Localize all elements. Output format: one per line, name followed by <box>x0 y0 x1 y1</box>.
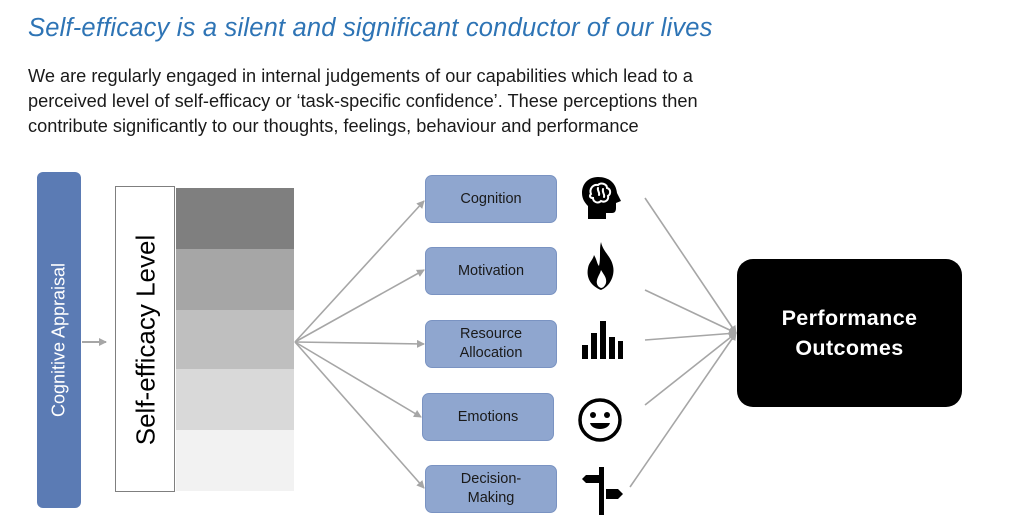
smiley-face-icon <box>578 398 622 442</box>
level-band-4 <box>176 369 294 430</box>
head-brain-icon <box>582 177 621 219</box>
decision-making-to-outcome-line <box>629 332 737 488</box>
node-emotions: Emotions <box>422 393 554 441</box>
emotions-to-outcome-line <box>644 332 737 406</box>
node-motivation: Motivation <box>425 247 557 295</box>
performance-outcomes-box: Performance Outcomes <box>737 259 962 407</box>
resource-allocation-to-outcome-line <box>644 329 737 341</box>
node-label: Resource Allocation <box>459 326 523 361</box>
level-band-2 <box>176 249 294 310</box>
level-band-1 <box>176 188 294 249</box>
bar-chart-icon <box>582 321 623 359</box>
level-to-emotions-arrow <box>294 341 422 418</box>
intro-line-2: perceived level of self-efficacy or ‘tas… <box>28 91 698 111</box>
self-efficacy-level-box <box>115 186 175 492</box>
node-label: Decision- Making <box>460 471 522 506</box>
node-label: Cognition <box>460 190 522 207</box>
flame-icon <box>587 242 614 290</box>
intro-line-1: We are regularly engaged in internal jud… <box>28 66 693 86</box>
page-title: Self-efficacy is a silent and significan… <box>28 14 713 42</box>
level-to-motivation-arrow <box>294 269 425 343</box>
cognition-to-outcome-line <box>644 197 737 334</box>
intro-paragraph: We are regularly engaged in internal jud… <box>28 64 808 139</box>
level-band-5 <box>176 430 294 491</box>
node-label: Motivation <box>457 262 525 279</box>
level-band-3 <box>176 310 294 369</box>
cognitive-appraisal-label: Cognitive Appraisal <box>48 262 69 418</box>
level-to-decision-making-arrow <box>294 341 425 489</box>
node-decision-making: Decision- Making <box>425 465 557 513</box>
performance-outcomes-label: Performance Outcomes <box>781 306 918 360</box>
self-efficacy-level-label: Self-efficacy Level <box>130 234 161 446</box>
level-to-cognition-arrow <box>294 200 425 343</box>
node-resource-allocation: Resource Allocation <box>425 320 557 368</box>
cognitive-appraisal-bar <box>37 172 81 508</box>
level-to-resource-allocation-arrow <box>294 339 425 348</box>
node-cognition: Cognition <box>425 175 557 223</box>
motivation-to-outcome-line <box>644 289 737 334</box>
node-label: Emotions <box>457 408 519 425</box>
intro-line-3: contribute significantly to our thoughts… <box>28 116 639 136</box>
signpost-icon <box>582 467 623 515</box>
